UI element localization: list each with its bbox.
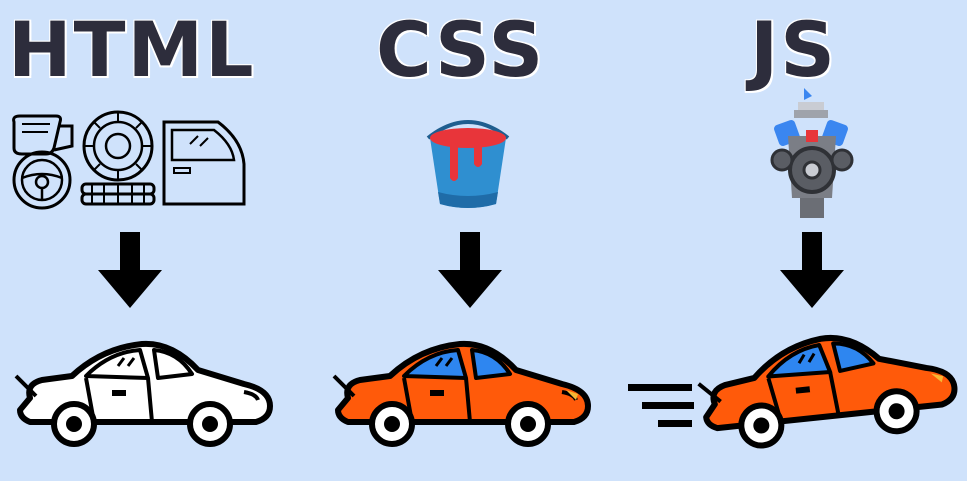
down-arrow-icon: [98, 232, 162, 308]
css-column: CSS: [320, 0, 620, 481]
side-mirror-icon: [12, 114, 74, 156]
car-outline-icon: [14, 340, 273, 447]
html-column: HTML: [0, 0, 300, 481]
tire-stack-icon: [80, 110, 156, 206]
html-heading: HTML: [8, 5, 256, 94]
speed-lines-icon: [628, 384, 694, 427]
js-heading: JS: [750, 5, 838, 94]
paint-bucket-icon: [426, 120, 510, 208]
car-moving-icon: [697, 335, 958, 449]
css-heading: CSS: [376, 5, 546, 94]
steering-wheel-icon: [12, 150, 72, 210]
js-column: JS: [620, 0, 967, 481]
car-painted-icon: [332, 340, 591, 447]
car-door-icon: [162, 120, 246, 206]
down-arrow-icon: [438, 232, 502, 308]
engine-icon: [770, 88, 854, 218]
down-arrow-icon: [780, 232, 844, 308]
